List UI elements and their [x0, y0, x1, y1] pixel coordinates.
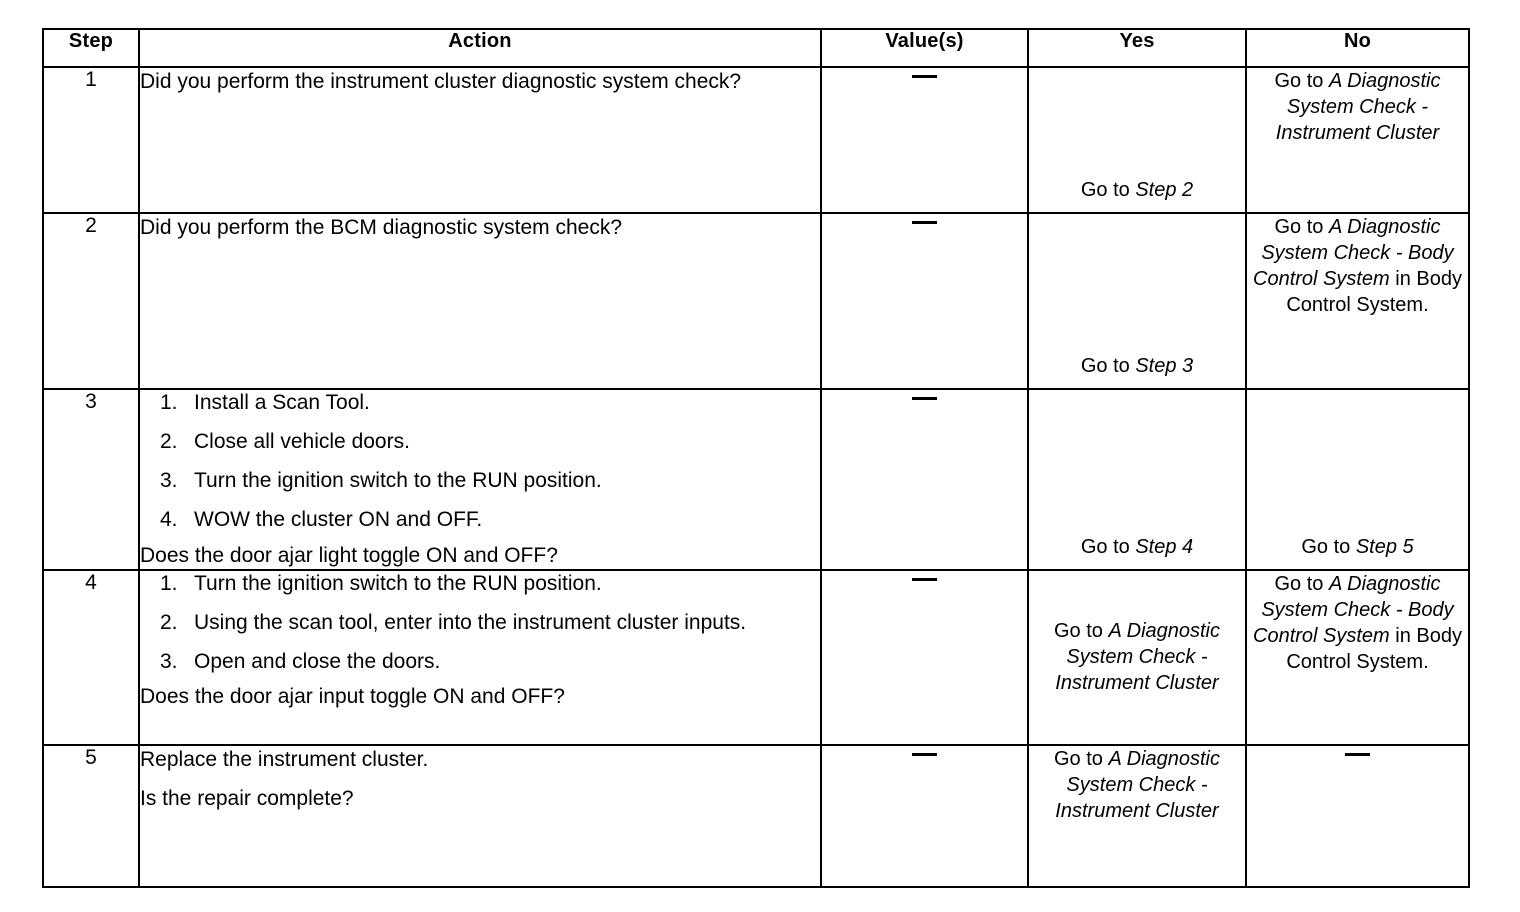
no-suffix: in Body Control System.	[1286, 624, 1462, 673]
list-text: WOW the cluster ON and OFF.	[194, 507, 483, 531]
action-cell: Did you perform the instrument cluster d…	[138, 66, 822, 214]
step-number: 1	[42, 66, 140, 214]
step-number: 3	[42, 388, 140, 571]
no-prefix: Go to	[1274, 70, 1329, 92]
list-item: 2. Close all vehicle doors.	[140, 429, 820, 456]
list-item: 3. Open and close the doors.	[140, 649, 820, 676]
table-header: Step Action Value(s) Yes No	[42, 28, 1470, 68]
value-cell	[820, 66, 1029, 214]
no-cell: Go to Step 5	[1245, 388, 1470, 571]
column-header-action: Action	[138, 28, 822, 68]
value-cell	[820, 743, 1029, 888]
yes-cell: Go to Step 3	[1027, 212, 1247, 390]
table-row: 5 Replace the instrument cluster. Is the…	[42, 743, 1470, 888]
yes-prefix: Go to	[1080, 535, 1136, 558]
list-item: 1. Install a Scan Tool.	[140, 390, 820, 417]
action-intro: Did you perform the instrument cluster d…	[140, 70, 742, 93]
no-reference: Step 5	[1355, 535, 1414, 558]
action-intro: Replace the instrument cluster.	[140, 747, 429, 771]
value-cell	[820, 212, 1029, 390]
no-prefix: Go to	[1274, 572, 1329, 595]
value-dash	[912, 578, 937, 582]
list-item: 4. WOW the cluster ON and OFF.	[140, 507, 820, 534]
no-cell: Go to A Diagnostic System Check - Body C…	[1245, 568, 1470, 746]
yes-prefix: Go to	[1053, 747, 1109, 770]
yes-reference: Step 3	[1135, 355, 1194, 377]
yes-reference: A Diagnostic System Check - Instrument C…	[1055, 620, 1221, 695]
no-cell: Go to A Diagnostic System Check - Instru…	[1245, 66, 1470, 214]
table-row: 4 1. Turn the ignition switch to the RUN …	[42, 568, 1470, 746]
action-cell: 1. Install a Scan Tool. 2. Close all vehic…	[138, 388, 822, 571]
column-header-value: Value(s)	[820, 28, 1029, 68]
yes-cell: Go to Step 4	[1027, 388, 1247, 571]
list-item: 2. Using the scan tool, enter into the in…	[140, 610, 820, 637]
no-prefix: Go to	[1301, 535, 1356, 558]
list-item: 1. Turn the ignition switch to the RUN po…	[140, 571, 820, 598]
action-intro: Did you perform the BCM diagnostic syste…	[140, 216, 623, 239]
list-number: 1.	[160, 571, 178, 595]
list-number: 2.	[160, 610, 178, 634]
step-number: 5	[42, 743, 140, 888]
yes-cell: Go to Step 2	[1027, 66, 1247, 214]
list-number: 2.	[160, 429, 178, 453]
yes-reference: A Diagnostic System Check - Instrument C…	[1055, 747, 1221, 822]
list-text: Turn the ignition switch to the RUN posi…	[194, 468, 602, 492]
list-number: 3.	[160, 649, 178, 673]
value-dash	[912, 221, 937, 225]
list-text: Open and close the doors.	[194, 649, 441, 673]
value-dash	[912, 397, 937, 401]
table-row: 3 1. Install a Scan Tool. 2. Close all veh…	[42, 388, 1470, 571]
list-number: 1.	[160, 391, 178, 414]
yes-prefix: Go to	[1080, 179, 1136, 201]
diagnostic-table: Step Action Value(s) Yes No 1 Did you pe…	[42, 28, 1470, 888]
yes-reference: Step 4	[1135, 535, 1194, 558]
action-cell: 1. Turn the ignition switch to the RUN po…	[138, 568, 822, 746]
yes-cell: Go to A Diagnostic System Check - Instru…	[1027, 743, 1247, 888]
action-question: Does the door ajar light toggle ON and O…	[140, 543, 558, 567]
action-step-list: 1. Turn the ignition switch to the RUN po…	[140, 571, 820, 676]
no-cell: Go to A Diagnostic System Check - Body C…	[1245, 212, 1470, 390]
table-row: 1 Did you perform the instrument cluster…	[42, 66, 1470, 214]
column-header-yes: Yes	[1027, 28, 1247, 68]
list-number: 3.	[160, 468, 178, 492]
no-dash	[1345, 753, 1370, 757]
yes-prefix: Go to	[1080, 355, 1136, 377]
yes-reference: Step 2	[1135, 179, 1194, 201]
value-cell	[820, 568, 1029, 746]
no-reference: A Diagnostic System Check - Instrument C…	[1275, 70, 1441, 144]
action-step-list: 1. Install a Scan Tool. 2. Close all vehic…	[140, 390, 820, 534]
list-text: Install a Scan Tool.	[194, 391, 370, 414]
no-cell	[1245, 743, 1470, 888]
list-text: Close all vehicle doors.	[194, 429, 410, 453]
no-reference: A Diagnostic System Check - Body Control…	[1253, 216, 1454, 290]
step-number: 2	[42, 212, 140, 390]
value-dash	[912, 75, 937, 79]
action-question: Is the repair complete?	[140, 787, 354, 811]
action-cell: Replace the instrument cluster. Is the r…	[138, 743, 822, 888]
list-number: 4.	[160, 507, 178, 531]
table-body: 1 Did you perform the instrument cluster…	[42, 66, 1470, 888]
list-item: 3. Turn the ignition switch to the RUN po…	[140, 468, 820, 495]
column-header-step: Step	[42, 28, 140, 68]
header-row: Step Action Value(s) Yes No	[42, 28, 1470, 68]
no-prefix: Go to	[1274, 216, 1329, 238]
action-cell: Did you perform the BCM diagnostic syste…	[138, 212, 822, 390]
action-question: Does the door ajar input toggle ON and O…	[140, 685, 565, 709]
list-text: Turn the ignition switch to the RUN posi…	[194, 571, 602, 595]
column-header-no: No	[1245, 28, 1470, 68]
list-text: Using the scan tool, enter into the inst…	[194, 610, 747, 634]
value-dash	[912, 753, 937, 757]
step-number: 4	[42, 568, 140, 746]
yes-prefix: Go to	[1053, 620, 1109, 643]
no-reference: A Diagnostic System Check - Body Control…	[1253, 572, 1454, 647]
value-cell	[820, 388, 1029, 571]
table-row: 2 Did you perform the BCM diagnostic sys…	[42, 212, 1470, 390]
no-suffix: in Body Control System.	[1286, 268, 1462, 316]
yes-cell: Go to A Diagnostic System Check - Instru…	[1027, 568, 1247, 746]
